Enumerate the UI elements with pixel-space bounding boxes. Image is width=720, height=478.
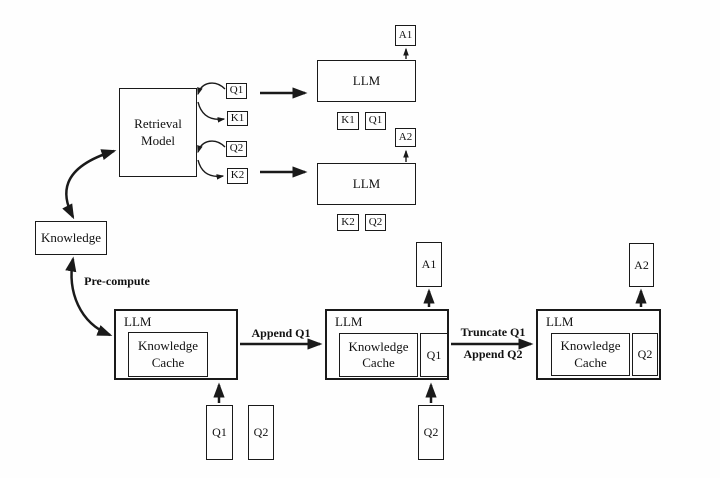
token-q1-box: Q1 xyxy=(226,83,247,99)
stage1-cache-label: Knowledge Cache xyxy=(138,338,198,370)
append-q1-label: Append Q1 xyxy=(251,326,311,340)
retrieval-model-box: Retrieval Model xyxy=(119,88,197,177)
stage1-llm-label: LLM xyxy=(124,314,152,329)
knowledge-label: Knowledge xyxy=(41,229,101,245)
llm2-label: LLM xyxy=(352,175,381,191)
arrow-q2-to-model xyxy=(197,140,226,154)
stage1-cache-box: Knowledge Cache xyxy=(128,332,208,377)
arrow-q1-to-model xyxy=(197,82,226,96)
knowledge-box: Knowledge xyxy=(35,221,107,255)
stage2-slot-box: Q1 xyxy=(420,333,448,377)
stage3-answer-box: A2 xyxy=(629,243,654,287)
stage2-answer-label: A1 xyxy=(421,257,437,271)
arrow-knowledge-retrieval xyxy=(62,149,117,220)
stage3-answer-label: A2 xyxy=(634,257,649,272)
token-q2-label: Q2 xyxy=(229,142,244,155)
llm2-answer-box: A2 xyxy=(395,128,416,147)
stage1-llm-box: LLM Knowledge Cache xyxy=(114,309,238,380)
truncate-q1-label: Truncate Q1 xyxy=(460,325,526,339)
llm1-context-q1-box: Q1 xyxy=(365,112,386,130)
stage2-llm-box: LLM Knowledge Cache Q1 xyxy=(325,309,449,380)
query-q2-box: Q2 xyxy=(248,405,274,460)
llm2-context-q2-box: Q2 xyxy=(365,214,386,231)
llm2-context-k2-label: K2 xyxy=(341,215,355,228)
query-q1-label: Q1 xyxy=(212,425,227,439)
llm1-context-k1-label: K1 xyxy=(341,114,355,127)
query-q1-box: Q1 xyxy=(206,405,233,460)
stage2-slot-label: Q1 xyxy=(426,347,442,362)
token-q1-label: Q1 xyxy=(229,84,244,97)
precompute-label: Pre-compute xyxy=(84,274,150,288)
stage3-cache-label: Knowledge Cache xyxy=(560,338,621,370)
stage2-cache-label: Knowledge Cache xyxy=(348,338,409,370)
query-q2-second-box: Q2 xyxy=(418,405,444,460)
llm1-label: LLM xyxy=(352,72,381,88)
retrieval-model-label: Retrieval Model xyxy=(134,116,182,148)
llm1-box: LLM xyxy=(317,60,416,102)
token-k2-label: K2 xyxy=(230,169,245,182)
arrow-knowledge-precompute xyxy=(65,256,113,337)
stage3-cache-box: Knowledge Cache xyxy=(551,333,630,376)
token-k1-box: K1 xyxy=(227,111,248,126)
token-q2-box: Q2 xyxy=(226,141,247,157)
stage2-answer-box: A1 xyxy=(416,242,442,287)
query-q2-label: Q2 xyxy=(253,425,269,439)
stage2-llm-label: LLM xyxy=(335,314,363,329)
llm2-box: LLM xyxy=(317,163,416,205)
stage3-slot-label: Q2 xyxy=(637,347,653,361)
arrow-model-to-k1 xyxy=(197,101,226,123)
stage3-llm-label: LLM xyxy=(546,314,574,329)
arrow-model-to-k2 xyxy=(197,159,225,180)
token-k2-box: K2 xyxy=(227,168,248,184)
llm2-context-k2-box: K2 xyxy=(337,214,359,231)
llm1-answer-label: A1 xyxy=(398,28,413,41)
stage3-slot-box: Q2 xyxy=(632,333,658,376)
llm1-context-k1-box: K1 xyxy=(337,112,359,130)
query-q2-second-label: Q2 xyxy=(423,425,439,439)
stage3-llm-box: LLM Knowledge Cache Q2 xyxy=(536,309,661,380)
token-k1-label: K1 xyxy=(230,111,245,124)
llm1-answer-box: A1 xyxy=(395,25,416,46)
llm1-context-q1-label: Q1 xyxy=(368,114,383,127)
llm2-context-q2-label: Q2 xyxy=(368,215,383,228)
stage2-cache-box: Knowledge Cache xyxy=(339,333,418,377)
append-q2-label: Append Q2 xyxy=(463,347,523,361)
llm2-answer-label: A2 xyxy=(398,130,413,143)
